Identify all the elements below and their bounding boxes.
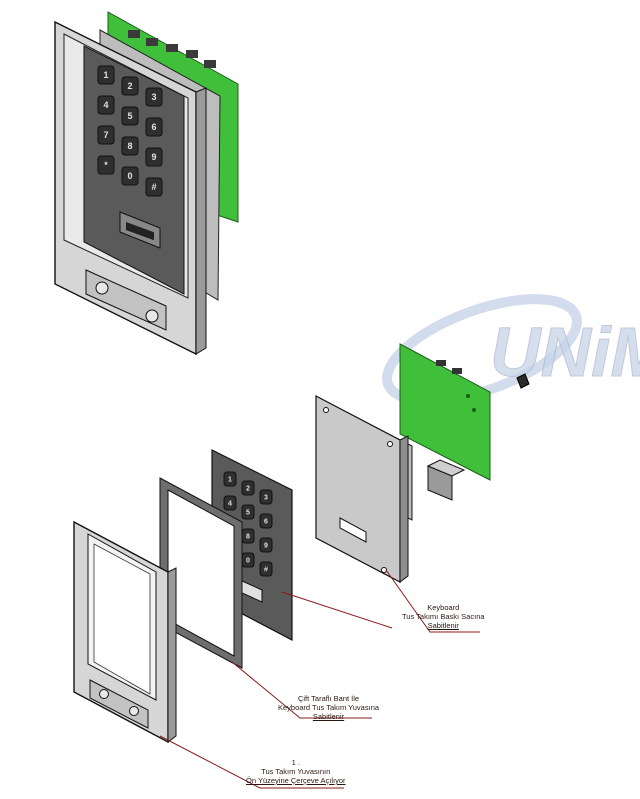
assembled-key-label: 0 [127, 171, 132, 181]
assembled-key [97, 95, 115, 115]
assembled-key [121, 106, 139, 126]
assembled-frame-side [195, 87, 207, 355]
membrane-key [241, 504, 255, 520]
callout-frame-line2: Tus Takım Yuvasının [261, 767, 331, 776]
assembled-card-slot-opening [126, 222, 154, 241]
assembled-screw-left [95, 281, 109, 295]
membrane-key-label: 8 [246, 533, 250, 540]
callout-tape-line2: Keyboard Tus Takım Yuvasına [278, 703, 380, 712]
membrane-key [259, 513, 273, 529]
membrane-key-label: 5 [246, 509, 250, 516]
assembled-key [145, 147, 163, 167]
membrane-key [241, 480, 255, 496]
membrane-key-label: 3 [264, 494, 268, 501]
callout-keyboard-line2: Tus Takımı Baskı Sacına [402, 612, 485, 621]
assembled-key [97, 125, 115, 145]
callout-frame-line3: Ön Yüzeyine Çerçeve Açılıyor [246, 776, 346, 785]
assembled-key [121, 136, 139, 156]
assembled-key-label: 8 [127, 141, 132, 151]
assembled-key-label: 4 [103, 100, 108, 110]
assembled-key-label: 3 [151, 92, 156, 102]
assembled-key-label: 1 [103, 70, 108, 80]
loose-screw [516, 373, 530, 389]
assembled-key-label: 6 [151, 122, 156, 132]
front-frame-screw-left [99, 689, 109, 699]
leader-keyboard [385, 569, 480, 633]
callout-keyboard: Keyboard Tus Takımı Baskı Sacına Sabitle… [402, 603, 485, 630]
assembled-key-label: 2 [127, 81, 132, 91]
assembled-key-label: 9 [151, 152, 156, 162]
assembled-key [145, 117, 163, 137]
membrane-key-label: 2 [246, 485, 250, 492]
membrane-key [223, 495, 237, 511]
leader-frame [159, 735, 344, 789]
membrane-key [223, 471, 237, 487]
membrane-key-label: 6 [264, 518, 268, 525]
leader-tape [231, 661, 372, 719]
callout-tape-line3: Sabitlenir [312, 712, 345, 721]
assembled-key [97, 65, 115, 85]
exploded-front-frame [73, 520, 177, 744]
callout-tape-line1: Çift Taraflı Bant İle [297, 694, 360, 703]
assembled-key-label: # [151, 182, 156, 192]
assembled-key [121, 76, 139, 96]
membrane-key-label: 0 [246, 557, 250, 564]
assembled-screw-right [145, 309, 159, 323]
membrane-key-label: 1 [228, 476, 232, 483]
callout-keyboard-line1: Keyboard [427, 603, 460, 612]
assembled-key [121, 166, 139, 186]
assembled-key [97, 155, 115, 175]
front-frame-screw-right [129, 706, 139, 716]
membrane-key [259, 561, 273, 577]
watermark-logo: UNiM [382, 294, 640, 406]
assembled-key [145, 177, 163, 197]
assembled-key-label: * [104, 160, 108, 170]
assembled-pcb-connectors [128, 30, 216, 68]
membrane-key-label: 9 [264, 542, 268, 549]
assembled-key-label: 7 [103, 130, 108, 140]
callout-keyboard-line3: Sabitlenir [427, 621, 459, 630]
assembled-key [145, 87, 163, 107]
backing-plate-slot [339, 517, 367, 543]
exploded-pcb [399, 343, 491, 501]
callout-frame-line1: 1 . [291, 758, 300, 767]
exploded-backing-plate [315, 395, 409, 583]
assembled-keypad-keys: 1 2 3 4 5 6 7 8 9 * 0 # [97, 65, 163, 197]
callout-frame: 1 . Tus Takım Yuvasının Ön Yüzeyine Çerç… [246, 758, 346, 785]
membrane-key-label: # [264, 566, 268, 573]
leader-membrane [281, 591, 393, 629]
membrane-key [259, 489, 273, 505]
membrane-key-label: 4 [228, 500, 232, 507]
watermark-text: UNiM [490, 313, 640, 391]
callout-tape: Çift Taraflı Bant İle Keyboard Tus Takım… [278, 694, 379, 721]
exploded-tape-gasket [159, 477, 243, 669]
leader-lines [159, 569, 480, 789]
membrane-key [259, 537, 273, 553]
assembled-unit: 1 2 3 4 5 6 7 8 9 * 0 # [54, 11, 239, 356]
assembled-key-label: 5 [127, 111, 132, 121]
